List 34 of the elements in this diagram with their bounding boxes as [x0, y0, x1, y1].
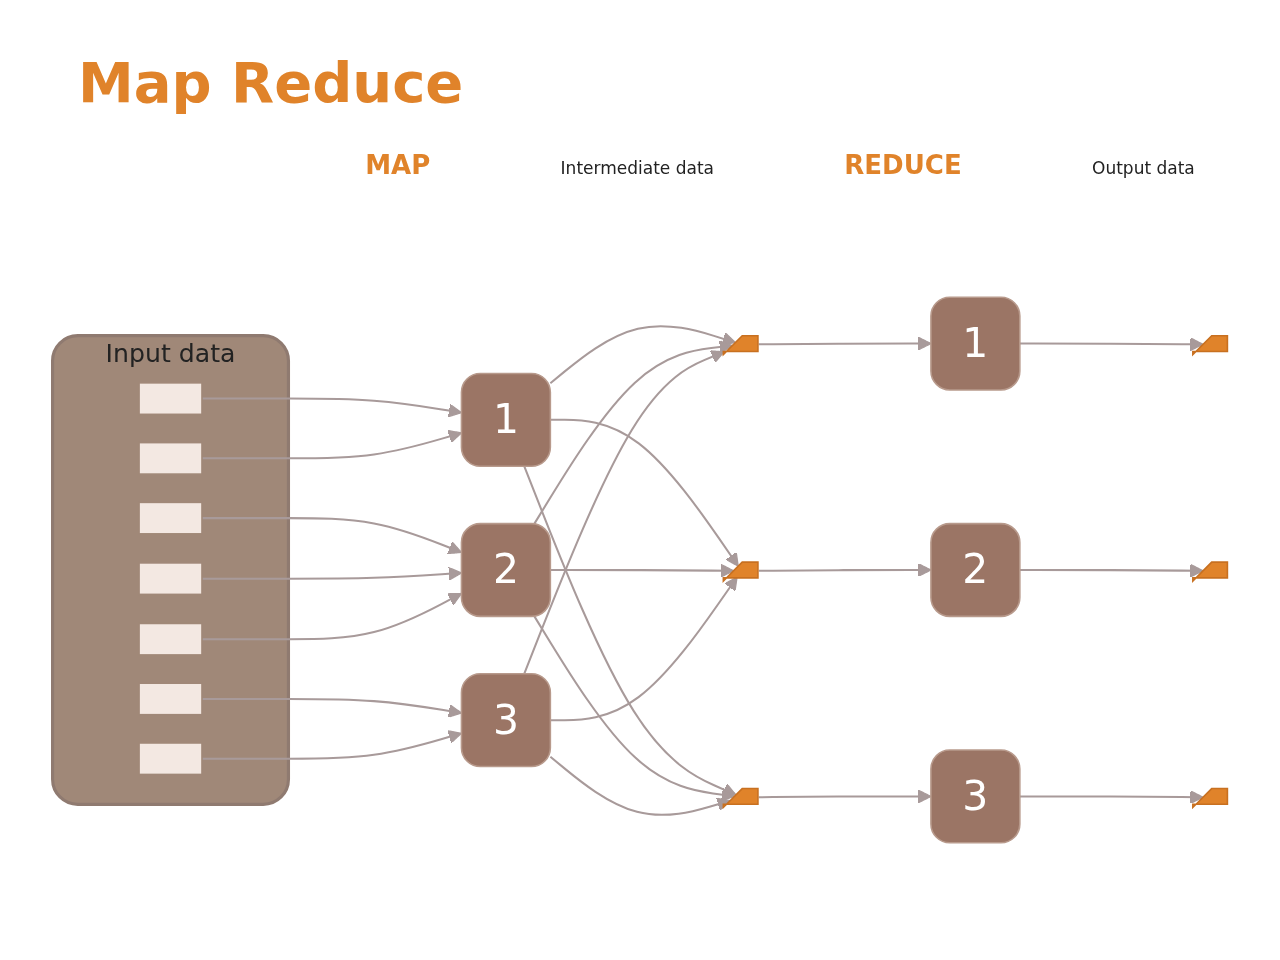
node-bar: [138, 382, 203, 416]
node-bar: [138, 441, 203, 475]
node-bar: [138, 622, 203, 656]
node-document: [1192, 787, 1229, 810]
arrow: [533, 340, 734, 525]
node-bar: [138, 742, 203, 776]
node-document: [722, 787, 759, 810]
node-box: 2: [930, 522, 1021, 618]
column-heading: Output data: [1092, 158, 1195, 178]
stage-heading: MAP: [365, 150, 431, 180]
arrow: [1019, 790, 1204, 805]
node-box: 1: [930, 296, 1021, 391]
title: Map Reduce: [78, 50, 464, 115]
stage-heading: REDUCE: [844, 150, 962, 180]
node-document: [1192, 561, 1229, 583]
arrow: [550, 418, 739, 567]
node-document: [722, 561, 759, 583]
arrow: [523, 350, 725, 675]
node-bar: [138, 562, 203, 596]
node-box: 1: [460, 372, 552, 467]
cluster: Input data: [51, 334, 291, 806]
node-bar: [138, 682, 203, 716]
node-document: [722, 334, 759, 357]
arrow: [550, 576, 738, 722]
node-bar: [138, 501, 203, 535]
node-box: 2: [460, 522, 552, 618]
arrow: [1019, 563, 1204, 578]
arrow: [1019, 337, 1204, 352]
column-heading: Intermediate data: [560, 158, 714, 178]
node-document: [1192, 334, 1229, 357]
arrow: [550, 563, 735, 578]
node-box: 3: [930, 749, 1021, 844]
node-box: 3: [460, 673, 552, 768]
arrow: [523, 465, 737, 797]
